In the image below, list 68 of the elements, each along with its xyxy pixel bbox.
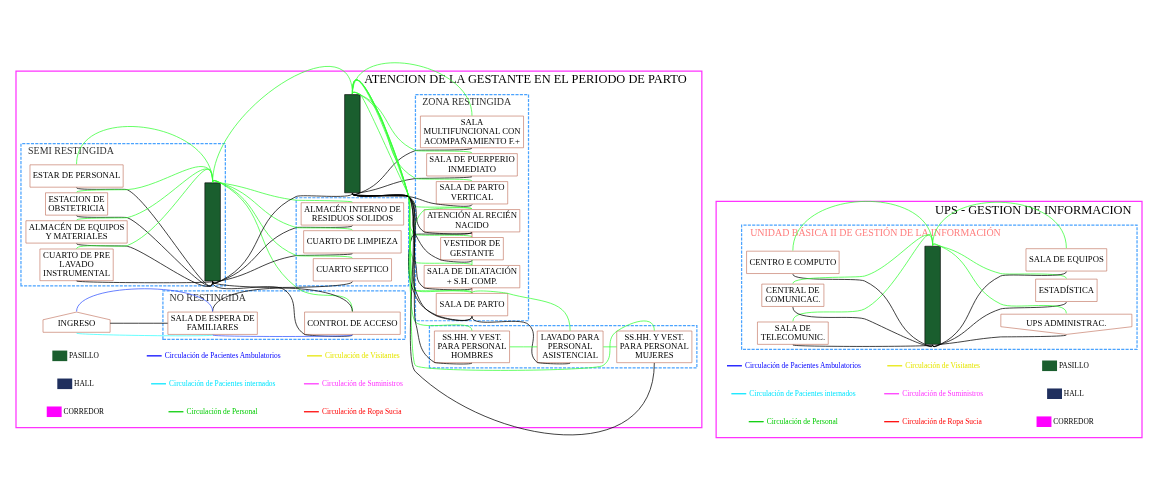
node-box: CONTROL DE ACCESO bbox=[304, 311, 401, 335]
node-box: SALA DE EQUIPOS bbox=[1025, 247, 1108, 271]
connector bbox=[408, 206, 473, 293]
node-box: ATENCIÓN AL RECIÉN NACIDO bbox=[423, 208, 521, 232]
connector bbox=[76, 186, 213, 286]
node-box: ALMACÉN INTERNO DE RESIDUOS SOLIDOS bbox=[300, 201, 404, 225]
connector bbox=[352, 192, 473, 263]
connector bbox=[76, 287, 213, 312]
node-box: SS.HH. Y VEST. PARA PERSONAL HOMBRES bbox=[434, 330, 510, 363]
connector bbox=[212, 179, 353, 202]
connector bbox=[212, 179, 353, 258]
connector bbox=[76, 168, 213, 249]
connector bbox=[76, 214, 213, 286]
node-bar bbox=[344, 93, 361, 193]
connector bbox=[471, 315, 571, 364]
connector bbox=[76, 168, 213, 220]
node-box: ALMACÉN DE EQUIPOS Y MATERIALES bbox=[25, 219, 128, 243]
cluster bbox=[428, 324, 698, 369]
node-box: CUARTO SEPTICO bbox=[312, 257, 392, 281]
connector bbox=[76, 332, 213, 336]
node-bar bbox=[924, 245, 941, 345]
connector bbox=[792, 233, 933, 322]
connector bbox=[932, 201, 1067, 248]
node-box: ESTACION DE OBSTETRICIA bbox=[45, 191, 108, 215]
connector bbox=[352, 192, 473, 290]
connector bbox=[408, 231, 473, 321]
connector bbox=[932, 270, 1067, 347]
node-box: CUARTO DE PRE LAVADO INSTRUMENTAL bbox=[39, 248, 114, 281]
node-box: CENTRAL DE COMUNICAC. bbox=[761, 283, 825, 307]
connector bbox=[212, 334, 353, 337]
connector bbox=[352, 61, 473, 116]
node-box: ESTADÍSTICA bbox=[1035, 278, 1098, 302]
node-box: SALA DE PARTO bbox=[435, 292, 508, 316]
connector bbox=[932, 334, 1067, 347]
connector bbox=[932, 243, 1067, 314]
node-box: CENTRO E COMPUTO bbox=[746, 250, 840, 274]
connector bbox=[932, 301, 1067, 347]
node-box: SALA DE DILATACIÓN + S.H. COMP. bbox=[423, 264, 521, 288]
connector bbox=[352, 192, 473, 207]
connector bbox=[792, 234, 933, 284]
node-box: CUARTO DE LIMPIEZA bbox=[303, 229, 402, 253]
node-box: SALA DE TELECOMUNIC. bbox=[757, 321, 829, 345]
connector bbox=[471, 287, 473, 294]
node-bar bbox=[204, 182, 221, 281]
node-box: SALA DE PUERPERIO INMEDIATO bbox=[426, 152, 518, 176]
connector bbox=[602, 345, 617, 347]
cluster bbox=[295, 196, 410, 287]
connector bbox=[509, 345, 538, 347]
node-box: SALA MULTIFUNCIONAL CON ACOMPAÑAMIENTO F.+ bbox=[420, 115, 524, 148]
connector bbox=[471, 231, 473, 238]
node-box: SALA DE PARTO VERTICAL bbox=[435, 180, 508, 204]
connector bbox=[352, 192, 473, 364]
connector bbox=[352, 192, 473, 234]
node-box: LAVADO PARA PERSONAL ASISTENCIAL bbox=[536, 330, 604, 363]
node-box: SS.HH. Y VEST. PARA PERSONAL MUJERES bbox=[616, 330, 693, 363]
connector bbox=[792, 306, 933, 347]
node-box: ESTAR DE PERSONAL bbox=[29, 164, 124, 187]
connector bbox=[212, 280, 353, 337]
connector bbox=[792, 344, 933, 347]
connector bbox=[471, 259, 473, 266]
connector bbox=[471, 290, 571, 331]
node-box: SALA DE ESPERA DE FAMILIARES bbox=[167, 311, 258, 335]
node-box: VESTIDOR DE GESTANTE bbox=[440, 236, 504, 260]
connector bbox=[352, 192, 473, 321]
connector bbox=[212, 65, 353, 183]
connector bbox=[352, 192, 655, 435]
connector bbox=[792, 273, 933, 347]
connector bbox=[212, 179, 353, 230]
